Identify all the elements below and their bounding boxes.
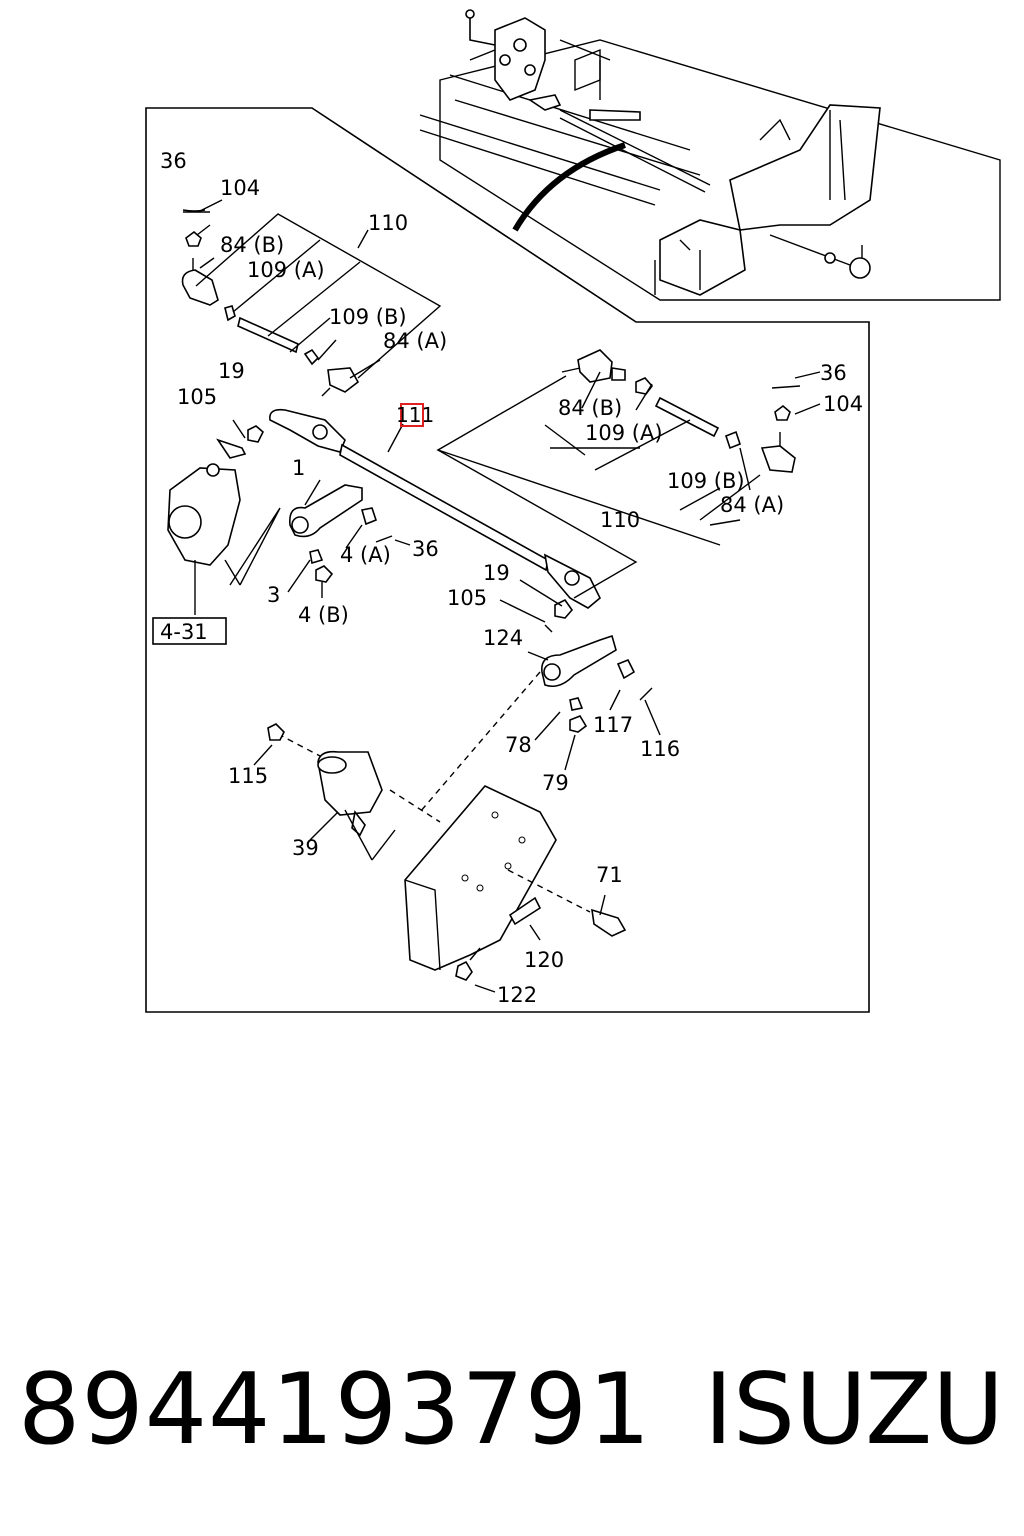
label-116: 116 <box>640 737 680 761</box>
label-110: 110 <box>600 508 640 532</box>
label-4-a: 4 (A) <box>340 543 391 567</box>
label-104: 104 <box>220 176 260 200</box>
parts-diagram: 36 104 110 84 (B) 109 (A) 109 (B) 84 (A)… <box>145 9 1001 1013</box>
caption: 8944193791 ISUZU <box>0 1345 1024 1475</box>
label-105: 105 <box>177 385 217 409</box>
highlight-box <box>400 403 424 427</box>
label-124: 124 <box>483 626 523 650</box>
label-122: 122 <box>497 983 537 1007</box>
label-111: 111 <box>396 403 434 427</box>
part-number: 8944193791 <box>18 1353 652 1467</box>
label-79: 79 <box>542 771 569 795</box>
label-109-b: 109 (B) <box>667 469 745 493</box>
label-19: 19 <box>218 359 245 383</box>
label-110: 110 <box>368 211 408 235</box>
label-78: 78 <box>505 733 532 757</box>
label-104: 104 <box>823 392 863 416</box>
label-120: 120 <box>524 948 564 972</box>
label-4-31: 4-31 <box>160 620 208 644</box>
label-109-a: 109 (A) <box>247 258 325 282</box>
pitman-arm-area <box>167 419 411 615</box>
label-39: 39 <box>292 836 319 860</box>
label-84-b: 84 (B) <box>220 233 284 257</box>
center-link <box>268 408 601 609</box>
detail-frame <box>145 107 870 1013</box>
label-105: 105 <box>447 586 487 610</box>
tie-rod-assembly-right <box>436 349 821 599</box>
tie-rod-assembly-left <box>181 199 442 397</box>
label-71: 71 <box>596 863 623 887</box>
idler-arm-area <box>253 579 661 993</box>
label-4-b: 4 (B) <box>298 603 349 627</box>
label-84-a: 84 (A) <box>720 493 784 517</box>
label-109-b: 109 (B) <box>329 305 407 329</box>
vehicle-overview <box>419 9 1001 301</box>
label-36: 36 <box>412 537 439 561</box>
reference-box <box>152 617 227 645</box>
label-109-a: 109 (A) <box>585 421 663 445</box>
brand-name: ISUZU <box>704 1353 1004 1467</box>
label-3: 3 <box>267 583 280 607</box>
label-117: 117 <box>593 713 633 737</box>
label-84-a: 84 (A) <box>383 329 447 353</box>
label-115: 115 <box>228 764 268 788</box>
label-84-b: 84 (B) <box>558 396 622 420</box>
label-1: 1 <box>292 456 305 480</box>
label-36: 36 <box>820 361 847 385</box>
label-36: 36 <box>160 149 187 173</box>
label-19: 19 <box>483 561 510 585</box>
